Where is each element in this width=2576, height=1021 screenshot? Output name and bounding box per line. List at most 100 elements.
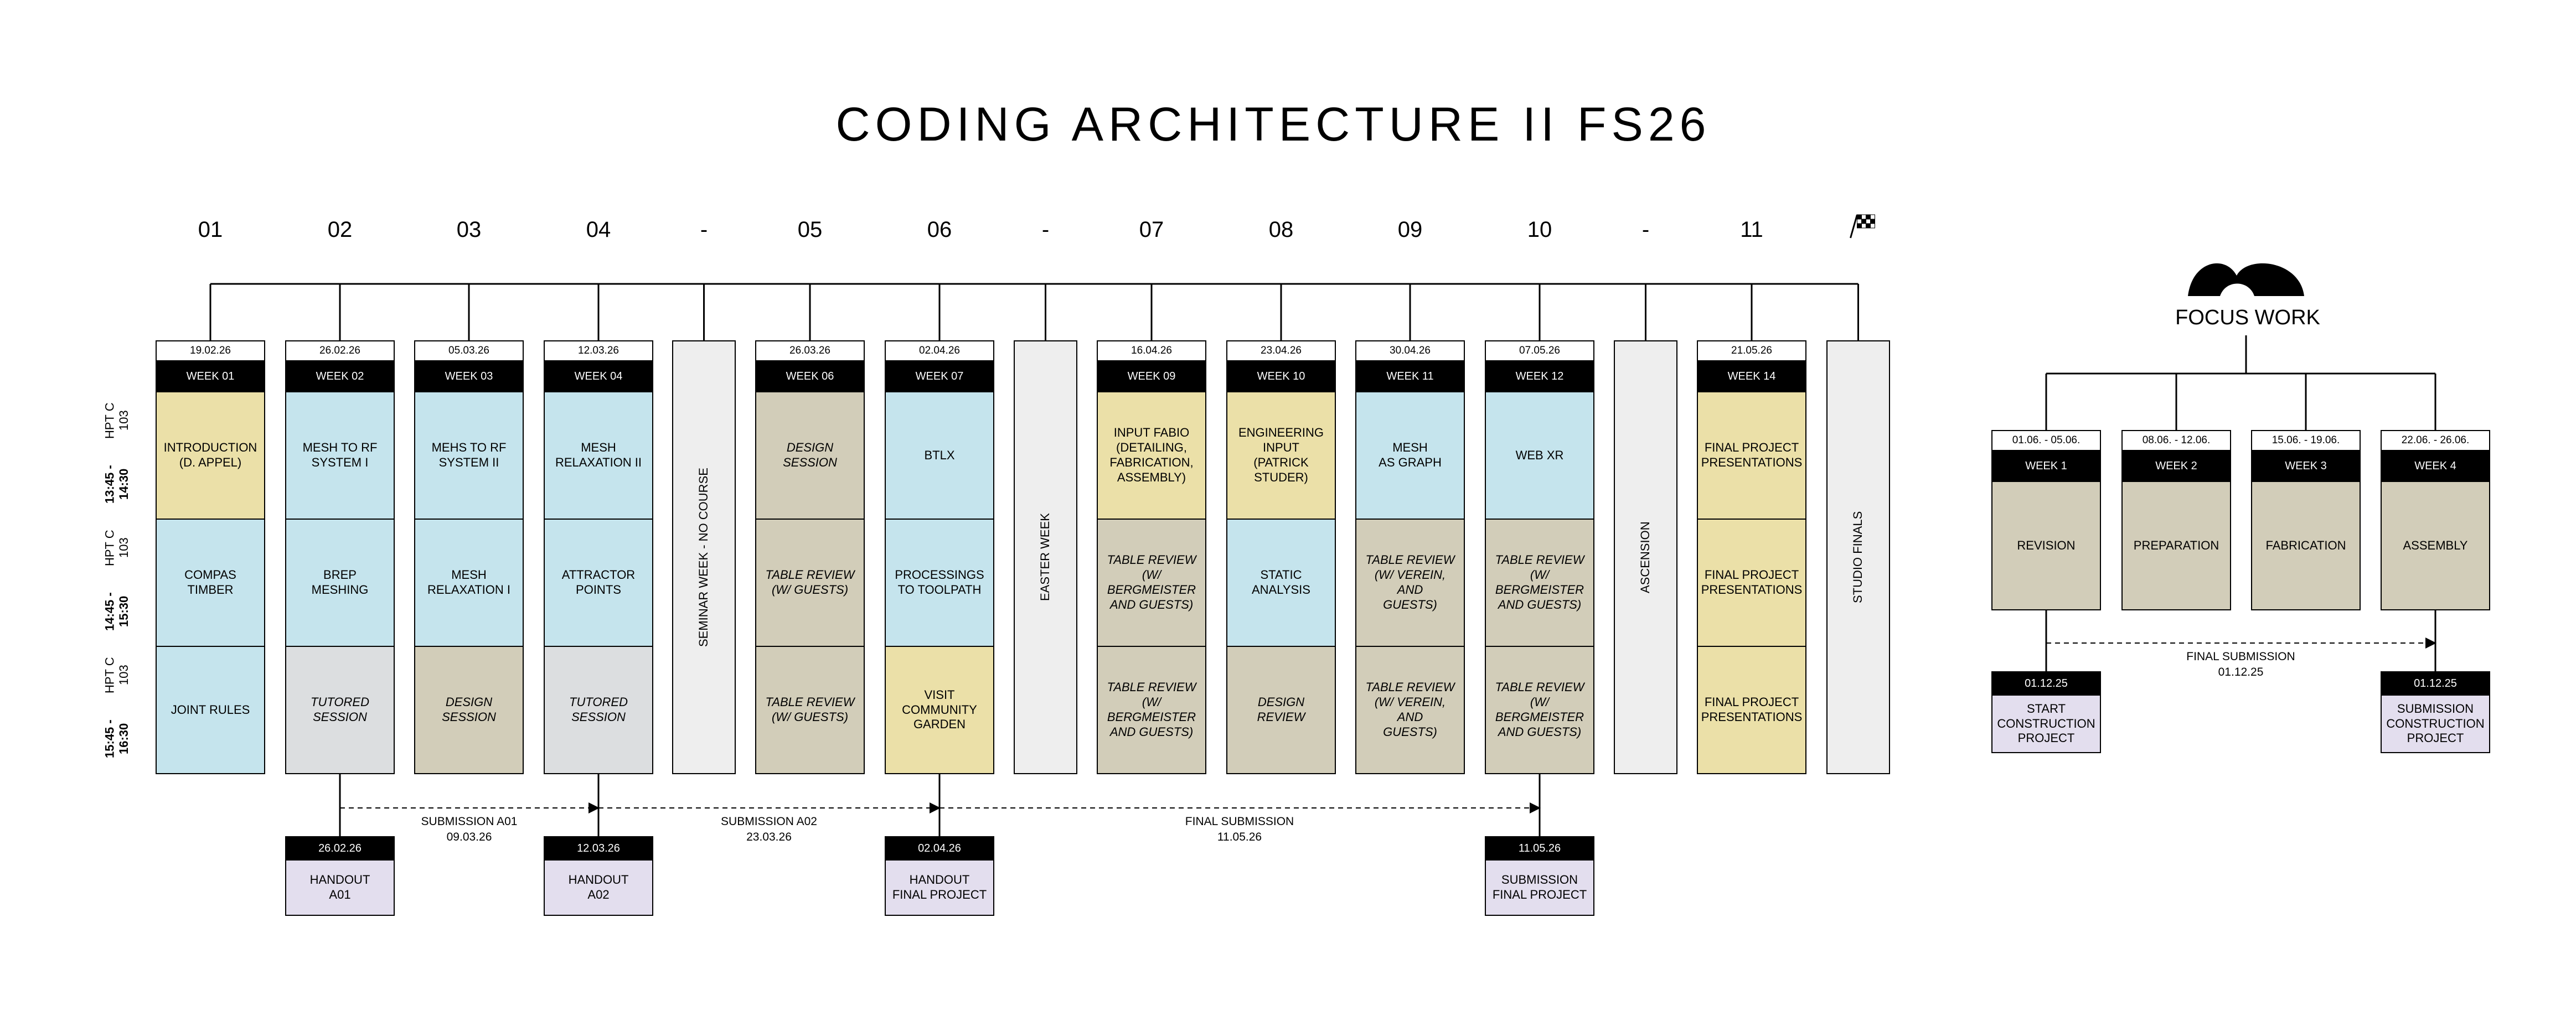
session-cell [885,391,994,520]
handout-date: 26.02.26 [318,842,362,854]
room-label: HPT C 103 [102,657,131,693]
session-label: JOINT RULES [171,702,250,717]
session-label: MESH AS GRAPH [1379,440,1442,469]
session-cell [285,391,395,520]
arch-logo-icon [2188,263,2304,296]
handout-label: HANDOUT A01 [309,873,370,901]
date-label: 26.03.26 [789,345,830,357]
date-box [1485,340,1594,361]
week-label: WEEK 10 [1257,370,1305,382]
session-cell [1226,519,1336,647]
date-box [414,340,524,361]
session-cell [1226,646,1336,774]
session-label: MEHS TO RF SYSTEM II [431,440,507,469]
handout-date: 02.04.26 [918,842,961,854]
focus-week-label: WEEK 3 [2285,459,2327,472]
session-label: TABLE REVIEW (W/ VEREIN, AND GUESTS) [1365,680,1455,739]
session-label: TABLE REVIEW (W/ BERGMEISTER AND GUESTS) [1495,553,1584,611]
time-range: 15:45 - 16:30 [102,719,131,758]
focus-date: 01.06. - 05.06. [2012,434,2081,447]
session-cell [1355,391,1465,520]
date-label: 16.04.26 [1131,345,1172,357]
session-label: TUTORED SESSION [569,695,628,724]
date-label: 07.05.26 [1519,345,1560,357]
session-label: MESH TO RF SYSTEM I [302,440,378,469]
focus-phase-cell [2251,481,2361,610]
milestone-label: START CONSTRUCTION PROJECT [1997,701,2095,745]
week-number: 11 [1740,217,1763,242]
focus-date-box [1991,430,2101,451]
date-box [1697,340,1806,361]
date-label: 30.04.26 [1390,345,1431,357]
focus-date-box [2121,430,2231,451]
session-label: TUTORED SESSION [311,695,369,724]
week-number: 08 [1268,217,1294,242]
session-label: STATIC ANALYSIS [1252,568,1310,597]
week-number: 06 [927,217,952,242]
session-label: BTLX [924,448,955,462]
week-number: 01 [198,217,223,242]
focus-week-header [2121,450,2231,482]
session-cell [755,391,865,520]
week-number: 04 [586,217,611,242]
submission-date: 09.03.26 [446,831,492,844]
session-cell [755,519,865,647]
focus-phase-label: FABRICATION [2265,538,2346,552]
milestone-date-box [2381,671,2490,696]
session-label: TABLE REVIEW (W/ VEREIN, AND GUESTS) [1365,553,1455,611]
session-cell [544,391,653,520]
focus-date: 15.06. - 19.06. [2272,434,2340,447]
week-label: WEEK 03 [445,370,493,382]
time-row-label: 15:45 - 16:30 HPT C 103 [97,646,136,774]
break-label: SEMINAR WEEK - NO COURSE [696,468,711,647]
session-label: INPUT FABIO (DETAILING, FABRICATION, ASS… [1109,426,1194,484]
session-cell [285,519,395,647]
focus-phase-label: ASSEMBLY [2403,538,2468,552]
week-number: 09 [1397,217,1423,242]
week-label: WEEK 02 [316,370,364,382]
handout-date-box [285,836,395,861]
session-cell [1697,519,1806,647]
session-cell [156,391,265,520]
session-cell [1097,519,1206,647]
break-column [672,340,736,774]
session-label: TABLE REVIEW (W/ BERGMEISTER AND GUESTS) [1107,680,1196,739]
focus-submission-date: 01.12.25 [2218,666,2264,679]
session-cell [414,646,524,774]
handout-box [544,859,653,916]
date-box [1097,340,1206,361]
handout-label: HANDOUT FINAL PROJECT [892,873,987,901]
submission-date: 23.03.26 [746,831,792,844]
session-cell [1485,646,1594,774]
week-label: WEEK 14 [1727,370,1776,382]
session-cell [414,519,524,647]
week-label: WEEK 04 [574,370,623,382]
session-cell [1355,646,1465,774]
focus-date: 22.06. - 26.06. [2401,434,2470,447]
session-label: TABLE REVIEW (W/ GUESTS) [765,695,855,724]
session-label: COMPAS TIMBER [184,568,236,597]
break-column [1614,340,1677,774]
week-header [285,360,395,392]
session-cell [285,646,395,774]
week-header [1226,360,1336,392]
session-cell [156,646,265,774]
milestone-box [1991,695,2101,753]
date-label: 26.02.26 [319,345,360,357]
week-number: - [1641,217,1650,242]
session-label: PROCESSINGS TO TOOLPATH [895,568,984,597]
session-label: TABLE REVIEW (W/ BERGMEISTER AND GUESTS) [1495,680,1584,739]
room-label: HPT C 103 [102,530,131,566]
date-label: 21.05.26 [1731,345,1772,357]
room-label: HPT C 103 [102,402,131,439]
session-cell [755,646,865,774]
focus-phase-label: PREPARATION [2133,538,2219,552]
milestone-date: 01.12.25 [2414,677,2457,690]
session-label: DESIGN REVIEW [1257,695,1305,724]
time-range: 14:45 - 15:30 [102,592,131,631]
week-number: 03 [456,217,482,242]
milestone-label: SUBMISSION CONSTRUCTION PROJECT [2386,701,2485,745]
session-cell [1485,391,1594,520]
session-label: MESH RELAXATION II [555,440,642,469]
